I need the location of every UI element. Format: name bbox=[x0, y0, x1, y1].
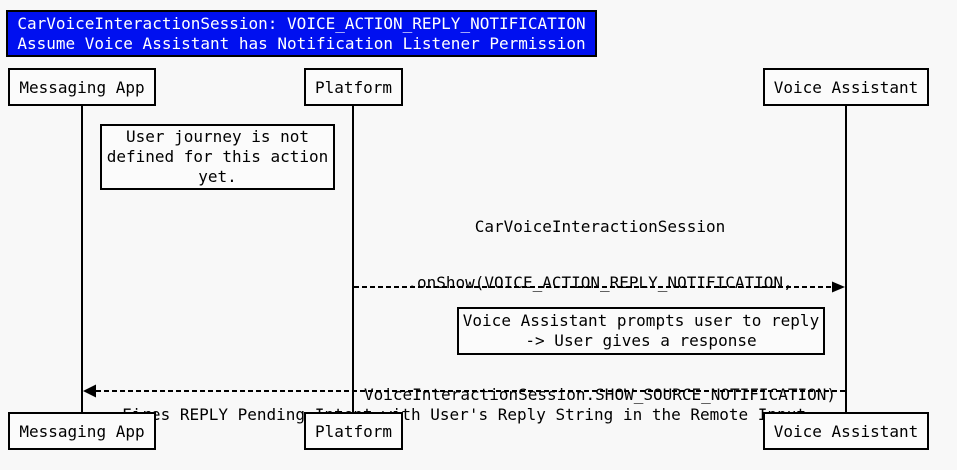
actor-label: Voice Assistant bbox=[773, 77, 919, 97]
actor-label: Platform bbox=[314, 77, 393, 97]
actor-box-voice-assistant-bottom: Voice Assistant bbox=[763, 412, 929, 450]
message-line: VoiceInteractionSession.SHOW_SOURCE_NOTI… bbox=[363, 384, 836, 404]
message-line: CarVoiceInteractionSession bbox=[474, 217, 726, 237]
note-line: yet. bbox=[198, 167, 237, 186]
note-voice-assistant-prompts: Voice Assistant prompts user to reply ->… bbox=[457, 307, 825, 355]
actor-label: Platform bbox=[314, 421, 393, 441]
note-line: defined for this action bbox=[106, 147, 329, 166]
message-line: Fires REPLY Pending Intent with User's R… bbox=[122, 405, 806, 424]
note-line: User journey is not bbox=[125, 127, 310, 146]
actor-box-platform-bottom: Platform bbox=[304, 412, 403, 450]
actor-label: Messaging App bbox=[19, 77, 145, 97]
diagram-title: CarVoiceInteractionSession: VOICE_ACTION… bbox=[6, 10, 597, 57]
diagram-title-line: CarVoiceInteractionSession: VOICE_ACTION… bbox=[17, 14, 586, 33]
actor-label: Voice Assistant bbox=[773, 421, 919, 441]
note-line: Voice Assistant prompts user to reply bbox=[462, 311, 820, 330]
actor-box-messaging-app-top: Messaging App bbox=[8, 68, 156, 106]
actor-label: Messaging App bbox=[19, 421, 145, 441]
actor-box-voice-assistant-top: Voice Assistant bbox=[763, 68, 929, 106]
note-line: -> User gives a response bbox=[525, 331, 757, 350]
actor-box-messaging-app-bottom: Messaging App bbox=[8, 412, 156, 450]
actor-box-platform-top: Platform bbox=[304, 68, 403, 106]
message-label-reply-intent: Fires REPLY Pending Intent with User's R… bbox=[82, 370, 846, 460]
message-line: .onShow(VOICE_ACTION_REPLY_NOTIFICATION, bbox=[407, 272, 793, 292]
note-user-journey: User journey is not defined for this act… bbox=[100, 124, 335, 190]
diagram-title-line: Assume Voice Assistant has Notification … bbox=[17, 33, 586, 53]
